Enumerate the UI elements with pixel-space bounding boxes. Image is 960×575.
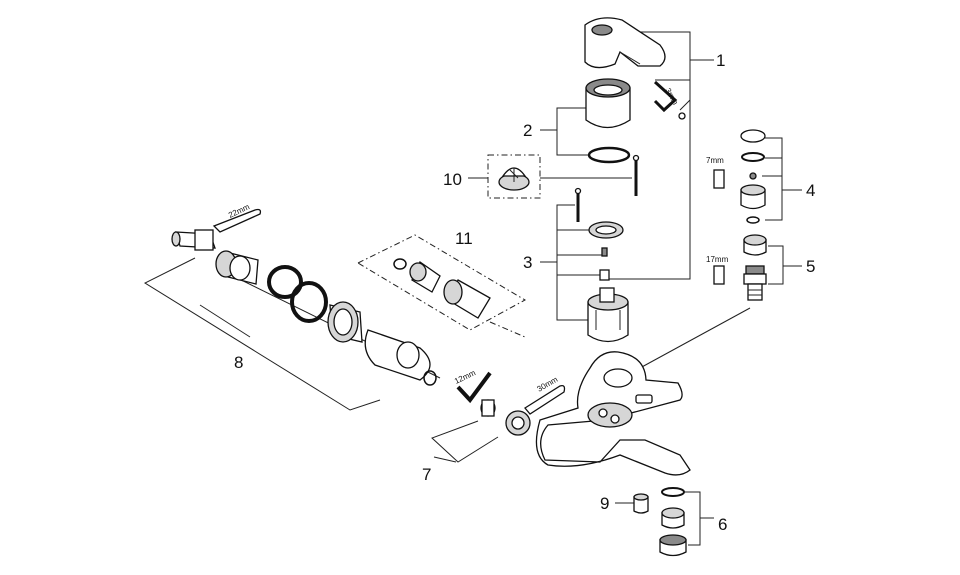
group-frame-11 (356, 234, 527, 331)
rosette-cover (364, 329, 431, 381)
small-washer (423, 370, 437, 386)
callout-11: 11 (455, 229, 473, 248)
hex-socket-17mm (713, 265, 725, 285)
callout-labels: 1 2 3 4 5 6 7 8 9 10 11 (234, 51, 815, 534)
connector-set-11 (393, 258, 491, 319)
size-label-17mm: 17mm (706, 255, 729, 264)
wrench-22mm (212, 208, 262, 233)
callout-8: 8 (234, 353, 243, 372)
size-label-3mm: 3mm (663, 87, 680, 107)
wrench-30mm (524, 384, 566, 415)
group-frame-10 (487, 154, 541, 199)
spout-insert (633, 493, 649, 514)
callout-6: 6 (718, 515, 727, 534)
callout-5: 5 (806, 257, 815, 276)
cover-sleeve (585, 78, 631, 129)
callout-10: 10 (443, 170, 462, 189)
aerator-stack (659, 487, 687, 557)
eccentric-nut (215, 250, 259, 285)
callout-9: 9 (600, 494, 609, 513)
threaded-ring (327, 301, 363, 343)
valve-top (743, 234, 767, 256)
faucet-body (535, 351, 691, 476)
leader-lines (143, 31, 802, 546)
hex-key-3mm (653, 80, 686, 120)
callout-3: 3 (523, 253, 532, 272)
size-label-12mm: 12mm (453, 368, 477, 386)
gasket-ring-1 (267, 265, 303, 299)
hex-key-12mm (456, 371, 492, 404)
callout-2: 2 (523, 121, 532, 140)
union-nut (505, 410, 531, 436)
lever-handle (584, 17, 666, 69)
hex-socket-7mm (713, 169, 725, 189)
spindle-parts (599, 247, 610, 281)
valve-insert (743, 265, 767, 301)
retaining-ring (588, 221, 624, 239)
size-label-7mm: 7mm (706, 156, 724, 165)
axis-line (489, 321, 526, 338)
callout-7: 7 (422, 465, 431, 484)
mixing-cartridge (587, 287, 629, 343)
swivel-connector (171, 229, 216, 251)
screws (574, 154, 640, 222)
callout-4: 4 (806, 181, 815, 200)
tool-size-labels: 3mm 7mm 17mm 22mm 12mm 30mm (227, 87, 729, 394)
nipple-fitting (480, 399, 496, 417)
callout-1: 1 (716, 51, 725, 70)
cap-insert (498, 167, 530, 191)
gasket-ring-2 (290, 281, 328, 323)
o-ring-2 (587, 146, 631, 164)
thermo-parts (740, 129, 766, 224)
